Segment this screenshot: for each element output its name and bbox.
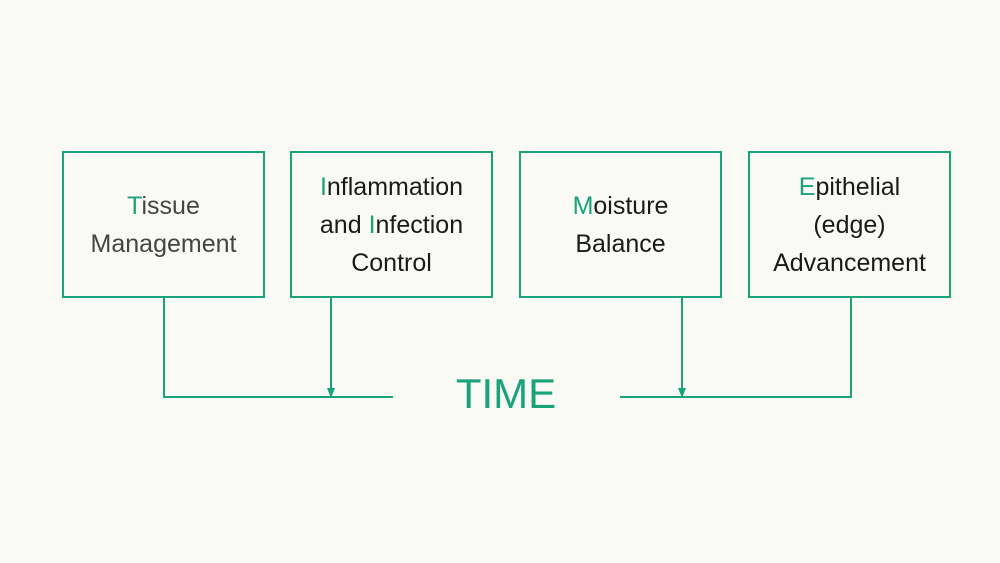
epithelial-edge-advancement-box: Epithelial (edge) Advancement xyxy=(748,151,951,298)
initial-letter: I xyxy=(319,172,327,201)
tissue-management-box: Tissue Management xyxy=(62,151,265,298)
inflammation-infection-control-label: Inflammation and Infection Control xyxy=(319,172,464,277)
moisture-balance-box: Moisture Balance xyxy=(519,151,722,298)
initial-letter: I xyxy=(368,210,376,239)
initial-letter: T xyxy=(127,191,142,220)
initial-letter: M xyxy=(572,191,594,220)
inflammation-infection-control-box: Inflammation and Infection Control xyxy=(290,151,493,298)
time-label: TIME xyxy=(455,370,557,417)
connector-left xyxy=(163,298,393,397)
connector-right xyxy=(620,298,852,397)
epithelial-edge-advancement-label: Epithelial (edge) Advancement xyxy=(773,172,926,277)
initial-letter: E xyxy=(798,172,816,201)
tissue-management-label: Tissue Management xyxy=(90,191,237,258)
moisture-balance-label: Moisture Balance xyxy=(572,191,669,258)
